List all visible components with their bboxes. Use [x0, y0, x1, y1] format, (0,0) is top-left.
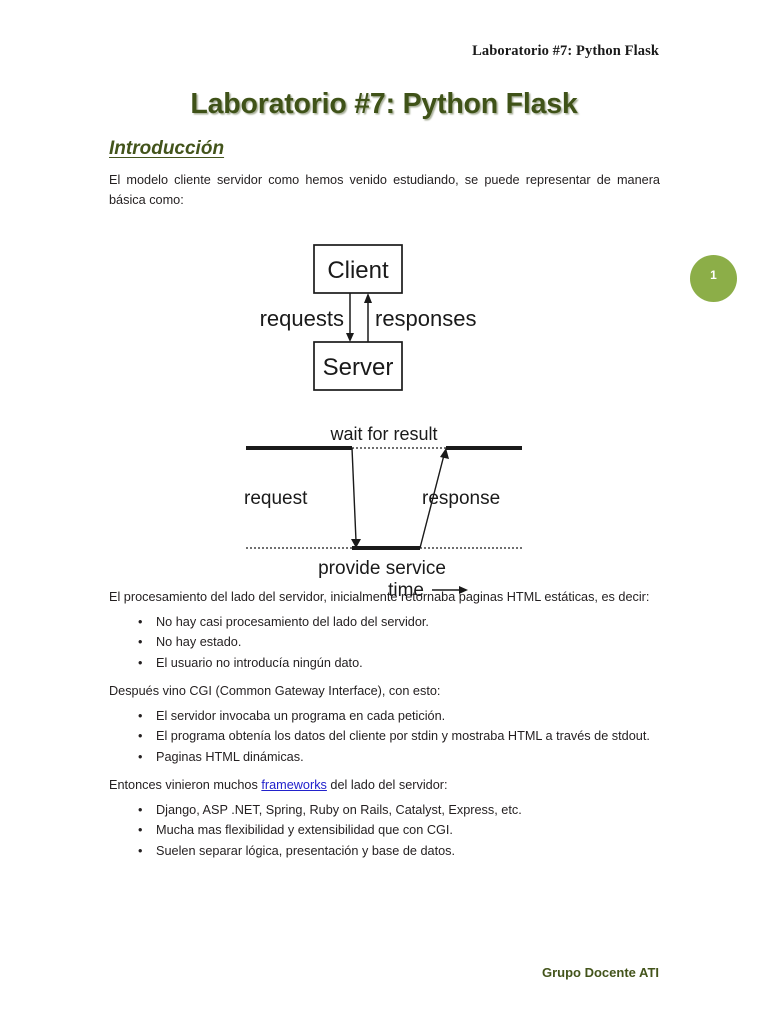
list-item: • Suelen separar lógica, presentación y …: [109, 842, 660, 862]
client-box-label: Client: [327, 257, 389, 284]
page-title: Laboratorio #7: Python Flask: [190, 88, 578, 120]
list-item-label: El usuario no introducía ningún dato.: [156, 655, 363, 670]
requests-label: requests: [260, 306, 344, 331]
list-cgi: • El servidor invocaba un programa en ca…: [109, 707, 660, 768]
client-box: [313, 244, 403, 294]
footer-text: Grupo Docente ATI: [542, 965, 659, 980]
bullet-icon: •: [138, 843, 143, 858]
list-frameworks: • Django, ASP .NET, Spring, Ruby on Rail…: [109, 801, 660, 862]
list-item-label: Mucha mas flexibilidad y extensibilidad …: [156, 823, 453, 837]
list-item-label: Suelen separar lógica, presentación y ba…: [156, 843, 456, 858]
request-label: request: [244, 488, 308, 509]
intro-paragraph: El modelo cliente servidor como hemos ve…: [109, 173, 660, 207]
list-item-label: No hay estado.: [156, 635, 242, 649]
requests-arrow-head: [346, 333, 354, 342]
paragraph-frameworks-post: del lado del servidor:: [326, 778, 448, 792]
bullet-icon: •: [138, 614, 143, 629]
list-item-label: El servidor invocaba un programa en cada…: [156, 708, 446, 723]
request-diagonal-line: [351, 447, 357, 542]
responses-arrow-head: [364, 293, 372, 303]
bullet-icon: •: [138, 749, 143, 764]
list-item-label: El programa obtenía los datos del client…: [156, 729, 650, 743]
page-number-value: 1: [710, 268, 717, 282]
server-box: [313, 341, 403, 391]
list-item-label: Paginas HTML dinámicas.: [156, 749, 304, 764]
server-box-label: Server: [323, 354, 394, 381]
figure-client-server: Client Server requests responses: [0, 238, 768, 403]
paragraph-cgi: Después vino CGI (Common Gateway Interfa…: [109, 684, 441, 698]
bullet-icon: •: [138, 655, 143, 670]
bullet-icon: •: [138, 635, 143, 649]
bullet-icon: •: [138, 708, 143, 723]
list-item: • El usuario no introducía ningún dato.: [109, 654, 660, 674]
bullet-icon: •: [138, 802, 143, 817]
request-arrow-head: [351, 539, 361, 548]
list-item: • El programa obtenía los datos del clie…: [109, 727, 660, 747]
figure-spacer: [109, 214, 660, 588]
list-item: • El servidor invocaba un programa en ca…: [109, 707, 660, 727]
list-item-label: Django, ASP .NET, Spring, Ruby on Rails,…: [156, 802, 522, 817]
response-arrow-head: [440, 448, 449, 459]
running-header-title: Laboratorio #7: Python Flask: [472, 43, 659, 59]
response-label: response: [422, 488, 500, 509]
figure-timing: wait for result request response provide…: [0, 414, 768, 596]
paragraph-frameworks: Entonces vinieron muchos frameworks del …: [109, 776, 660, 796]
bullet-icon: •: [138, 729, 143, 743]
responses-label: responses: [375, 306, 477, 331]
timing-diagram-svg: wait for result request response provide…: [244, 424, 522, 596]
paragraph-frameworks-pre: Entonces vinieron muchos: [109, 778, 262, 792]
list-item: • No hay estado.: [109, 633, 660, 653]
wait-for-result-label: wait for result: [329, 424, 437, 444]
provide-service-label: provide service: [318, 558, 446, 579]
response-diagonal-line: [419, 454, 445, 549]
frameworks-link[interactable]: frameworks: [261, 778, 327, 792]
document-body: Introducción El modelo cliente servidor …: [109, 138, 660, 870]
list-item: • Mucha mas flexibilidad y extensibilida…: [109, 821, 660, 841]
page-number-badge: 1: [690, 255, 737, 302]
section-heading-introduccion: Introducción: [109, 138, 225, 159]
list-item: • No hay casi procesamiento del lado del…: [109, 613, 660, 633]
paragraph-server-side: El procesamiento del lado del servidor, …: [109, 590, 650, 604]
time-axis-arrow-head: [459, 586, 468, 594]
bullet-icon: •: [138, 823, 143, 837]
list-item-label: No hay casi procesamiento del lado del s…: [156, 614, 429, 629]
list-item: • Paginas HTML dinámicas.: [109, 748, 660, 768]
client-server-diagram-svg: Client Server requests responses: [260, 244, 477, 391]
list-static-html: • No hay casi procesamiento del lado del…: [109, 613, 660, 674]
list-item: • Django, ASP .NET, Spring, Ruby on Rail…: [109, 801, 660, 821]
time-axis-label: time: [388, 580, 424, 596]
